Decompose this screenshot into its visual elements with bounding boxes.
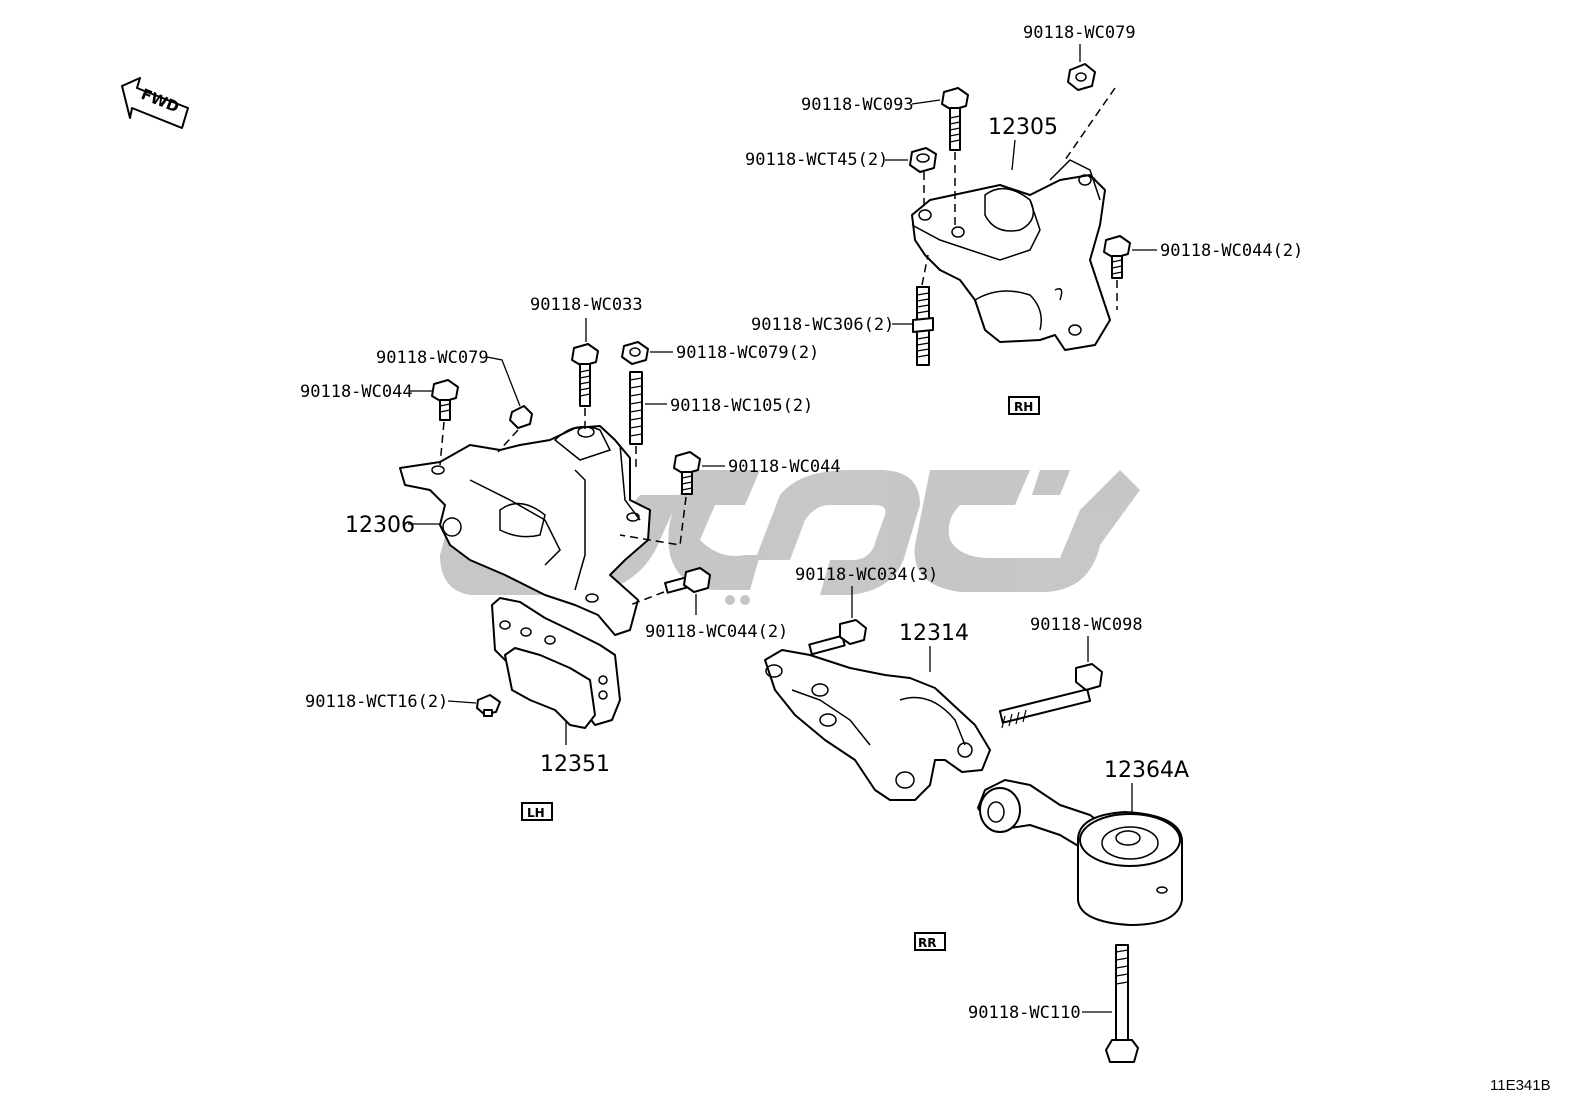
lh-nut-079-icon: [509, 405, 533, 429]
rh-nut-t45-icon: [909, 147, 937, 173]
label-lh-bolt-033: 90118-WC033: [530, 295, 643, 315]
label-lh-nut-079: 90118-WC079: [376, 348, 489, 368]
rr-torque-rod-12364A: [977, 779, 1183, 926]
diagram-code: 11E341B: [1490, 1077, 1551, 1094]
svg-text:RH: RH: [1014, 400, 1033, 414]
fwd-arrow-icon: FWD: [121, 77, 189, 129]
svg-text:LH: LH: [527, 806, 545, 820]
label-rh-stud-306: 90118-WC306(2): [751, 315, 894, 335]
label-lh-screw-t16: 90118-WCT16(2): [305, 692, 448, 712]
lh-stud-105-icon: [629, 371, 643, 445]
lh-bolt-044-2-icon: [664, 567, 711, 594]
rr-bolt-098-icon: [998, 663, 1103, 729]
svg-text:RR: RR: [918, 936, 936, 950]
label-rr-bolt-110: 90118-WC110: [968, 1003, 1081, 1023]
label-lh-bolt-044: 90118-WC044: [300, 382, 413, 402]
rr-bolt-034-icon: [808, 619, 867, 656]
label-rh-bolt-093: 90118-WC093: [801, 95, 914, 115]
label-rr-bolt-034: 90118-WC034(3): [795, 565, 938, 585]
rr-bracket-12314: [764, 649, 991, 801]
label-lh-bolt-044-b: 90118-WC044: [728, 457, 841, 477]
tag-lh: LH: [521, 802, 553, 821]
label-rh-nut-top: 90118-WC079: [1023, 23, 1136, 43]
lh-nut-079-2-icon: [621, 341, 649, 365]
lh-engine-mount-12306: [399, 425, 651, 636]
rh-bolt-044-icon: [1103, 235, 1131, 279]
label-rh-nut-t45: 90118-WCT45(2): [745, 150, 888, 170]
label-lh-nut-079-2: 90118-WC079(2): [676, 343, 819, 363]
lh-screw-t16-icon: [476, 694, 501, 717]
tag-rh: RH: [1008, 396, 1040, 415]
lh-bolt-044-icon: [431, 379, 459, 421]
rh-nut-icon: [1067, 63, 1096, 91]
lh-bracket-12351: [491, 597, 621, 729]
label-lh-bolt-044-2: 90118-WC044(2): [645, 622, 788, 642]
part-number-12306: 12306: [345, 513, 415, 538]
rh-engine-mount-12305: [911, 159, 1111, 351]
part-number-12314: 12314: [899, 621, 969, 646]
tag-rr: RR: [914, 932, 946, 951]
lh-bolt-033-icon: [571, 343, 599, 407]
lh-bolt-044-b-icon: [673, 451, 701, 495]
rh-stud-306-icon: [912, 286, 934, 366]
part-number-12351: 12351: [540, 752, 610, 777]
label-lh-stud-105: 90118-WC105(2): [670, 396, 813, 416]
label-rh-bolt-044-2: 90118-WC044(2): [1160, 241, 1303, 261]
label-rr-bolt-098: 90118-WC098: [1030, 615, 1143, 635]
part-number-12364A: 12364A: [1104, 758, 1189, 783]
rr-bolt-110-icon: [1105, 944, 1139, 1063]
part-number-12305: 12305: [988, 115, 1058, 140]
rh-bolt-093-icon: [941, 87, 969, 151]
